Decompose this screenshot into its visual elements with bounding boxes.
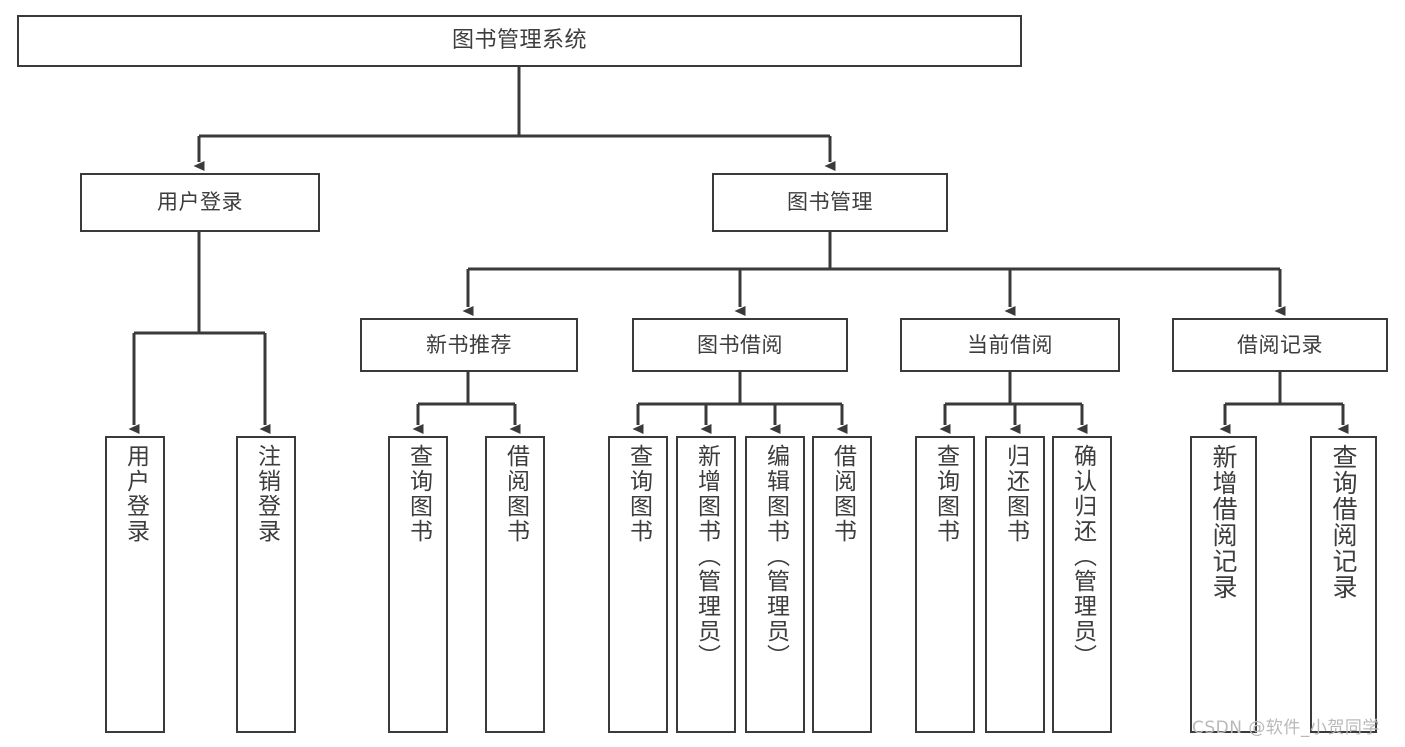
- node-leaf-confirm-return-admin[interactable]: 确认归还（管理员）: [1052, 436, 1112, 733]
- node-leaf-add-borrow-record[interactable]: 新增借阅记录: [1190, 436, 1257, 733]
- node-leaf-query-book-current[interactable]: 查询图书: [915, 436, 975, 733]
- node-label: 查询图书: [625, 444, 652, 544]
- node-label: 借阅记录: [1237, 332, 1323, 357]
- node-label: 查询借阅记录: [1329, 444, 1358, 600]
- node-leaf-user-login[interactable]: 用户登录: [105, 436, 165, 733]
- node-leaf-add-book-admin[interactable]: 新增图书（管理员）: [676, 436, 736, 733]
- node-leaf-return-book[interactable]: 归还图书: [985, 436, 1045, 733]
- node-label: 借阅图书: [829, 444, 856, 544]
- node-new-book-recommend[interactable]: 新书推荐: [360, 318, 578, 372]
- node-leaf-borrow-book[interactable]: 借阅图书: [812, 436, 872, 733]
- node-leaf-logout[interactable]: 注销登录: [236, 436, 296, 733]
- node-root-book-management-system[interactable]: 图书管理系统: [17, 15, 1022, 67]
- node-book-management[interactable]: 图书管理: [712, 173, 948, 232]
- node-borrow-record[interactable]: 借阅记录: [1172, 318, 1388, 372]
- node-leaf-edit-book-admin[interactable]: 编辑图书（管理员）: [745, 436, 805, 733]
- node-label: 当前借阅: [967, 332, 1053, 357]
- node-label: 借阅图书: [502, 444, 529, 544]
- node-label: 新书推荐: [426, 332, 512, 357]
- node-label: 图书借阅: [697, 332, 783, 357]
- node-label: 归还图书: [1002, 444, 1029, 544]
- node-label: 注销登录: [253, 444, 280, 544]
- node-leaf-query-borrow-record[interactable]: 查询借阅记录: [1310, 436, 1377, 733]
- node-label: 图书管理系统: [451, 28, 587, 54]
- node-label: 查询图书: [932, 444, 959, 544]
- node-label: 查询图书: [405, 444, 432, 544]
- node-label: 用户登录: [157, 190, 243, 215]
- node-user-login[interactable]: 用户登录: [80, 173, 320, 232]
- node-label: 确认归还（管理员）: [1069, 444, 1096, 669]
- node-leaf-borrow-book-recommend[interactable]: 借阅图书: [485, 436, 545, 733]
- node-label: 新增借阅记录: [1209, 444, 1238, 600]
- node-leaf-query-book-recommend[interactable]: 查询图书: [388, 436, 448, 733]
- node-book-borrow[interactable]: 图书借阅: [632, 318, 848, 372]
- node-leaf-query-book-borrow[interactable]: 查询图书: [608, 436, 668, 733]
- node-label: 编辑图书（管理员）: [762, 444, 789, 669]
- node-label: 新增图书（管理员）: [693, 444, 720, 669]
- csdn-watermark: CSDN @软件_小贺同学: [1192, 718, 1380, 738]
- node-label: 图书管理: [787, 190, 873, 215]
- node-current-borrow[interactable]: 当前借阅: [900, 318, 1120, 372]
- node-label: 用户登录: [122, 444, 149, 544]
